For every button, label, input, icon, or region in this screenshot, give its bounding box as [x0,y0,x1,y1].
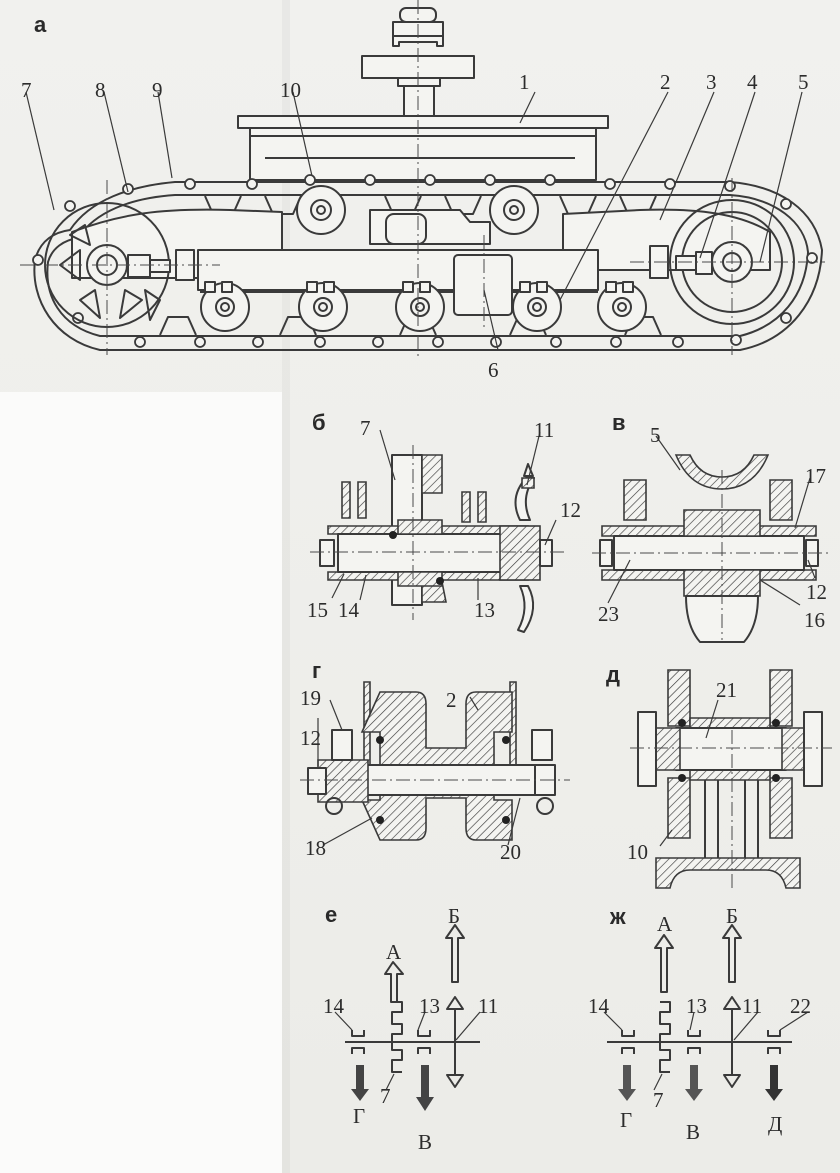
callout-8: 8 [95,78,106,102]
panel-label-a: а [34,12,47,37]
callout-9: 9 [152,78,163,102]
panel-b-sprocket-section [310,429,565,633]
panel-label-v: в [612,410,626,435]
callout-10: 10 [280,78,301,102]
scheme-zh-arrow-A: А [657,912,673,936]
panel-label-e: е [325,902,338,927]
scheme-zh-arrow-V: В [686,1120,701,1144]
scheme-zh-part-13: 13 [686,994,707,1018]
callout-b-12: 12 [560,498,581,522]
callout-b-13: 13 [474,598,495,622]
callout-b-11: 11 [534,418,555,442]
scheme-zh-part-22: 22 [790,994,811,1018]
blank-margin [0,392,282,1173]
panel-label-g: г [312,658,322,683]
panel-label-zh: ж [610,904,626,929]
panel-e-kinematic-scheme [334,924,481,1111]
callout-5: 5 [798,70,809,94]
scheme-e-part-13: 13 [419,994,440,1018]
callout-g-20: 20 [500,840,521,864]
scheme-e-arrow-G: Г [353,1104,366,1128]
scheme-e-part-7: 7 [380,1084,391,1108]
callout-g-2: 2 [446,688,457,712]
scheme-e-part-14: 14 [323,994,344,1018]
track-rollers [200,281,647,332]
callout-4: 4 [747,70,758,94]
callout-g-18: 18 [305,836,326,860]
scheme-zh-arrow-B: Б [726,904,739,928]
callout-v-12: 12 [806,580,827,604]
callout-1: 1 [519,70,530,94]
panel-label-d: д [606,662,620,687]
callout-2: 2 [660,70,671,94]
scheme-e-part-11: 11 [478,994,499,1018]
track-chain-inner [46,194,809,337]
callout-g-19: 19 [300,686,321,710]
callout-3: 3 [706,70,717,94]
scheme-e-arrow-B: Б [448,904,461,928]
scheme-zh-arrow-D: Д [768,1112,783,1136]
callout-v-16: 16 [804,608,825,632]
tensioner-housing-6 [453,254,513,316]
callout-b-14: 14 [338,598,359,622]
panel-d-carrier-section [630,669,832,890]
callout-6: 6 [488,358,499,382]
callout-d-10: 10 [627,840,648,864]
carrier-rollers [296,185,539,235]
callout-b-15: 15 [307,598,328,622]
panel-a-side-view [20,0,825,360]
scheme-zh-arrow-G: Г [620,1108,633,1132]
panel-v-idler-section [592,435,830,643]
panel-zh-kinematic-scheme [603,924,809,1101]
callout-v-17: 17 [805,464,826,488]
callout-g-12: 12 [300,726,321,750]
panel-g-roller-section [300,681,570,846]
panel-label-b: б [312,410,326,435]
platform-plate [237,115,609,129]
scheme-zh-part-11: 11 [742,994,763,1018]
callout-7: 7 [21,78,32,102]
scheme-e-arrow-V: В [418,1130,433,1154]
callout-v-5: 5 [650,423,661,447]
scheme-e-arrow-A: А [386,940,402,964]
callout-b-7: 7 [360,416,371,440]
scheme-zh-part-7: 7 [653,1088,664,1112]
scheme-zh-part-14: 14 [588,994,609,1018]
callout-v-23: 23 [598,602,619,626]
callout-d-21: 21 [716,678,737,702]
track-chain-outer [33,181,823,351]
